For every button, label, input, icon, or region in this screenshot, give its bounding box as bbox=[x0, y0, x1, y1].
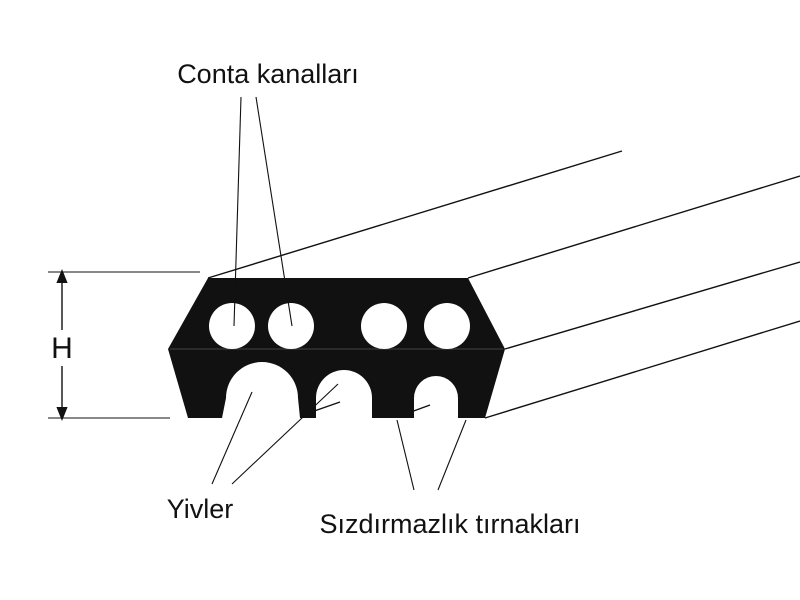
channel-hole-1 bbox=[209, 303, 255, 349]
leader-channel-2 bbox=[255, 96, 293, 327]
profile-cross-section bbox=[168, 278, 505, 418]
leader-lines-channels bbox=[233, 96, 293, 327]
channel-hole-3 bbox=[361, 303, 407, 349]
leader-groove-1 bbox=[211, 391, 253, 485]
label-sealing-lips: Sızdırmazlık tırnakları bbox=[319, 509, 580, 539]
leader-lip-2 bbox=[437, 419, 467, 491]
label-grooves: Yivler bbox=[167, 494, 234, 524]
dimension-label-h: H bbox=[51, 332, 73, 365]
leader-lines-lips bbox=[396, 419, 467, 491]
leader-channel-1 bbox=[233, 96, 242, 327]
extrusion-line-mid bbox=[504, 261, 800, 350]
channel-hole-4 bbox=[424, 303, 470, 349]
channel-hole-2 bbox=[268, 303, 314, 349]
height-dimension: H bbox=[48, 269, 200, 421]
extrusion-line-bottom bbox=[484, 320, 800, 419]
gasket-channels bbox=[209, 303, 470, 349]
leader-lip-1 bbox=[396, 419, 415, 491]
extrusion-line-top-back bbox=[207, 150, 623, 279]
label-gasket-channels: Conta kanalları bbox=[177, 59, 359, 89]
leader-lines-grooves bbox=[211, 383, 339, 485]
leader-groove-2 bbox=[231, 383, 339, 485]
extrusion-line-top-front bbox=[467, 175, 800, 279]
